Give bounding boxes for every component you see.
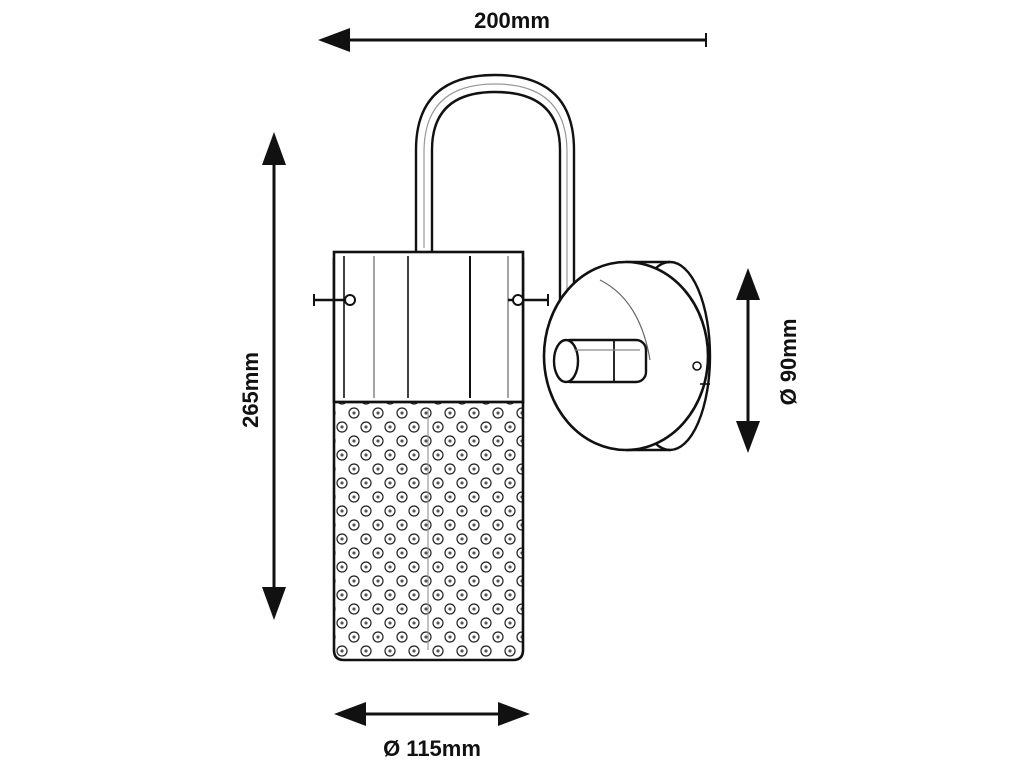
width-arrow-left [318,28,350,52]
plate-diameter-label: Ø 90mm [776,319,801,406]
wall-plate-screw [692,361,702,371]
shade-metal-band [332,250,525,404]
plate-arrow-bottom [736,421,760,453]
shade-pin-right [508,294,549,306]
shade-pin-left [313,294,356,306]
width-label: 200mm [474,8,550,33]
height-label: 265mm [238,352,263,428]
shade-arrow-left [334,702,366,726]
joint-end-cap [552,338,580,384]
shade-diameter-label: Ø 115mm [383,736,481,761]
height-arrow-top [262,132,286,165]
arm-inner-edge [430,90,562,335]
shade-arrow-right [498,702,530,726]
lamp-shade [313,250,549,662]
height-dimension: 265mm [238,132,286,620]
arm-outer-edge [414,73,576,335]
height-arrow-bottom [262,587,286,620]
arm-highlight [423,83,568,330]
plate-diameter-dimension: Ø 90mm [736,268,801,453]
arm-joint [552,338,648,384]
plate-arrow-top [736,268,760,300]
width-dimension: 200mm [318,8,707,52]
shade-diameter-dimension: Ø 115mm [334,702,530,761]
shade-outline [332,258,525,662]
wall-plate-reflection [599,279,651,361]
curved-arm [414,73,576,335]
